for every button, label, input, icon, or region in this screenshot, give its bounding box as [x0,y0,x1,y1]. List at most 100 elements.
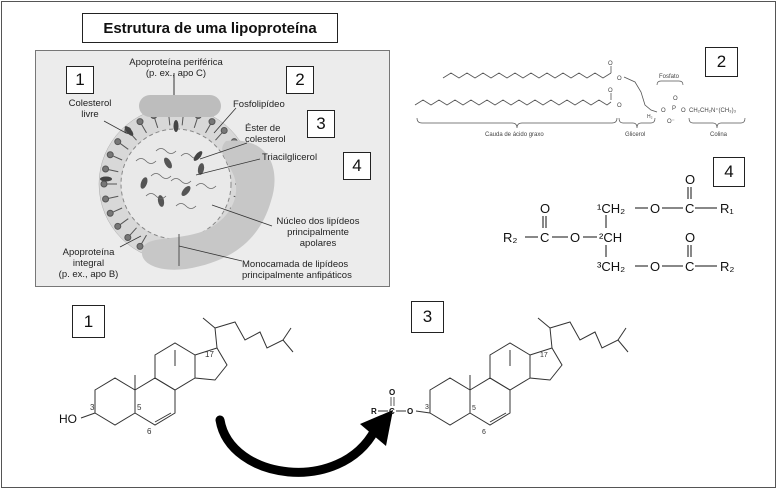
tg-c-3: C [685,259,694,274]
phospholipid-tail [168,115,171,126]
triacylglycerols [135,148,217,209]
phospholipid-head [106,209,114,217]
glycerol-label: Glicerol [625,132,645,138]
svg-text:O: O [673,96,678,102]
phospholipid-head [220,126,228,134]
label-monolayer: Monocamada de lipídeos principalmente an… [242,259,352,281]
label-triacylglycerol: Triacilglicerol [262,152,318,163]
tg-c-1: C [685,201,694,216]
cholesterol-ester-structure: R C O O 3 5 6 17 [371,317,629,436]
lipoprotein-panel: Apoproteína periférica (p. ex., apo C) C… [35,50,390,287]
lipoprotein-drawing [98,73,275,270]
phospholipid-tail [215,132,223,141]
svg-text:O: O [617,103,622,109]
phospholipid-head [102,165,110,173]
svg-text:O: O [681,108,686,114]
phospholipid-tail [205,123,211,134]
phosphate-label: Fosfato [659,74,680,80]
label-cholesterol-ester: Éster de colesterol [245,123,286,145]
phospholipid-head [124,234,132,242]
tg-o1-double: O [685,172,695,187]
label-core: Núcleo dos lipídeos principalmente apola… [276,216,360,249]
number-box-1: 1 [72,305,105,338]
phospholipid-tail [193,118,198,129]
phospholipid-head [100,180,108,188]
phospholipid-structure: O O O O H₂ O P O O⁻ O Fosfato CH₂CH₂N⁺(C… [414,61,746,138]
fatty-acid-chain-lower [414,99,612,106]
phospholipid-head [106,151,114,159]
cholesterol-ho: HO [59,412,77,426]
phospholipid-tail [119,218,129,225]
number-box-4: 4 [713,157,745,187]
tg-r2-left: R₂ [503,230,517,245]
peripheral-apoprotein [139,95,221,117]
lipid-core [120,128,232,240]
svg-text:O: O [389,388,395,397]
svg-text:6: 6 [147,427,152,436]
tg-o2-double: O [540,201,550,216]
label-integral-apoprotein: Apoproteína integral (p. ex., apo B) [58,247,119,280]
phospholipid-head [136,242,144,250]
choline-label: Colina [710,132,728,138]
phospholipid-head [136,118,144,126]
svg-text:O: O [407,407,413,416]
figure-title: Estrutura de uma lipoproteína [82,13,338,43]
triglyceride-structure: ¹CH₂ ²CH ³CH₂ O C O R₁ O C O R₂ O C O R₂ [503,172,734,274]
label-phospholipid: Fosfolipídeo [233,99,285,110]
tg-c1: ¹CH₂ [597,201,625,216]
tg-o2: O [570,230,580,245]
number-box-3: 3 [411,301,444,333]
svg-text:6: 6 [482,429,486,436]
phospholipid-tail [141,123,147,134]
number-box-2-lipo: 2 [286,66,314,94]
cholesterol-structure: HO 3 5 6 17 [59,317,294,436]
phospholipid-tail [108,195,119,199]
tg-o3-double: O [685,230,695,245]
phospholipid-head [208,118,216,126]
svg-text:17: 17 [205,350,214,359]
svg-text:5: 5 [137,403,142,412]
svg-text:5: 5 [472,405,476,412]
fatty-acid-chain-upper [442,72,612,79]
phospholipid-tail [119,143,129,150]
phospholipid-head [102,195,110,203]
svg-text:H₂: H₂ [647,114,653,120]
conversion-arrow [215,410,393,477]
number-box-1-lipo: 1 [66,66,94,94]
label-free-cholesterol: Colesterol livre [68,98,112,120]
svg-text:3: 3 [425,404,429,411]
svg-text:O: O [617,76,622,82]
phospholipid-tail [112,155,123,161]
phospholipid-tail [154,118,159,129]
phospholipid-tail [129,227,137,236]
phospholipid-tail [108,169,119,173]
phospholipid-tail [181,115,184,126]
svg-text:R: R [371,407,377,416]
integral-apoprotein [141,140,275,270]
phospholipid-tail [141,234,147,245]
svg-text:O: O [608,61,613,67]
tg-o1: O [650,201,660,216]
svg-text:O: O [661,108,666,114]
svg-text:17: 17 [540,352,548,359]
number-box-3-lipo: 3 [307,110,335,138]
fatty-acid-tail-label: Cauda de ácido graxo [485,132,544,138]
tg-c3: ³CH₂ [597,259,625,274]
svg-text:3: 3 [90,403,95,412]
svg-text:P: P [672,106,676,112]
number-box-2: 2 [705,47,738,77]
number-box-4-lipo: 4 [343,152,371,180]
svg-text:C: C [389,407,395,416]
svg-text:O: O [608,88,613,94]
tg-r1: R₁ [720,201,734,216]
tg-c-2: C [540,230,549,245]
phospholipid-tail [112,207,123,213]
label-peripheral-apoprotein: Apoproteína periférica (p. ex., apo C) [129,57,223,79]
tg-c2: ²CH [599,230,622,245]
phospholipid-head [114,138,122,146]
tg-o3: O [650,259,660,274]
tg-r2-right: R₂ [720,259,734,274]
svg-text:O⁻: O⁻ [667,119,675,125]
choline-group: CH₂CH₂N⁺(CH₃)₃ [689,107,737,114]
phospholipid-head [114,222,122,230]
